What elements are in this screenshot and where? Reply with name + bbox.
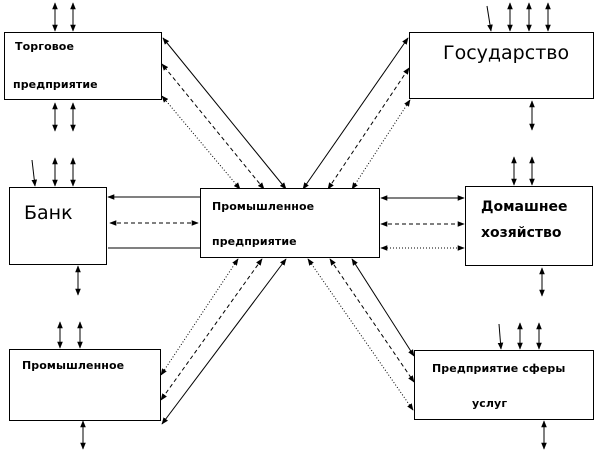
node-bank: Банк (9, 187, 107, 265)
link-center-state (302, 37, 411, 190)
node-label-line2: услуг (472, 397, 508, 410)
link-center-trade (161, 37, 287, 190)
external-arrows-state (486, 2, 551, 131)
link-center-industrial (160, 258, 287, 425)
link-center-bank (107, 194, 200, 249)
external-arrows-bank (31, 157, 81, 296)
incoming-arrow (497, 323, 504, 350)
flow-arrow-dotted (161, 95, 241, 190)
flow-arrow-solid (351, 258, 415, 357)
link-center-household (380, 195, 465, 251)
node-label: Банк (24, 202, 73, 224)
external-arrows-trade (52, 2, 76, 132)
node-label-line1: Торговое (15, 40, 75, 53)
node-label-line2: предприятие (212, 235, 297, 248)
external-arrows-industrial (57, 321, 86, 450)
flow-arrow-dotted (351, 99, 411, 190)
node-label-line2: предприятие (13, 78, 98, 91)
node-household: Домашнее хозяйство (465, 186, 593, 266)
flow-arrow-dashed (327, 67, 410, 190)
node-label-line1: Предприятие сферы (432, 362, 566, 375)
flow-arrow-dashed (160, 258, 263, 401)
node-label-line1: Промышленное (212, 200, 315, 213)
node-label-line2: хозяйство (481, 225, 562, 241)
node-label: Промышленное (22, 359, 125, 372)
external-arrows-household (511, 156, 545, 297)
flow-arrow-solid (162, 37, 287, 190)
flow-arrow-solid (161, 258, 287, 425)
flow-arrow-dotted (160, 258, 239, 376)
flow-arrow-solid (302, 37, 409, 190)
incoming-arrow (486, 5, 493, 32)
node-industrial: Промышленное (9, 349, 161, 421)
incoming-arrow (31, 159, 38, 187)
external-arrows-services (497, 322, 547, 450)
node-service-enterprise: Предприятие сферы услуг (414, 350, 594, 420)
node-label: Государство (443, 42, 570, 64)
flow-arrow-dotted (307, 258, 414, 411)
node-trade-enterprise: Торговое предприятие (4, 32, 162, 100)
link-center-services (307, 258, 415, 411)
node-label-line1: Домашнее (481, 199, 568, 215)
flow-arrow-dashed (161, 63, 265, 190)
node-state: Государство (409, 32, 594, 99)
node-industrial-enterprise-center: Промышленное предприятие (200, 188, 380, 258)
flow-arrow-dashed (329, 258, 415, 383)
